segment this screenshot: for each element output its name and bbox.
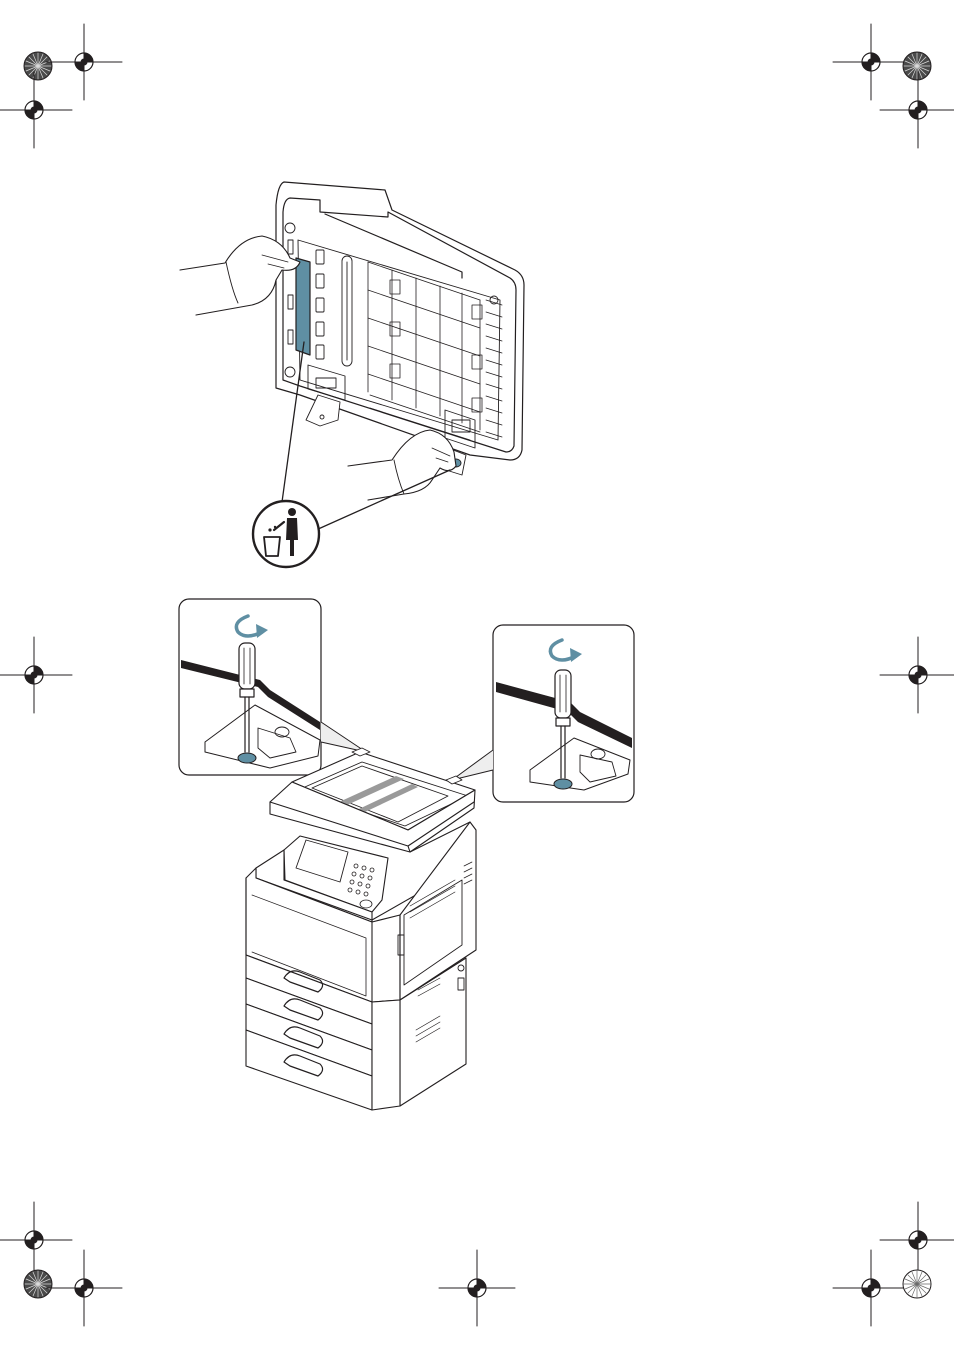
crosshair-icon bbox=[833, 1250, 909, 1326]
crosshair-icon bbox=[0, 72, 72, 148]
registration-wheel-icon bbox=[24, 1270, 52, 1298]
registration-wheel-icon bbox=[903, 1270, 931, 1298]
registration-marks bbox=[0, 24, 954, 1326]
crosshair-icon bbox=[880, 72, 954, 148]
crosshair-icon bbox=[0, 1202, 72, 1278]
crosshair-icon bbox=[880, 1202, 954, 1278]
crosshair-icon bbox=[439, 1250, 515, 1326]
crosshair-icon bbox=[46, 1250, 122, 1326]
registration-wheel-icon bbox=[903, 52, 931, 80]
crosshair-icon bbox=[46, 24, 122, 100]
printer-illustration bbox=[246, 748, 476, 1110]
adf-underside-with-hands bbox=[180, 182, 524, 567]
crosshair-icon bbox=[0, 637, 72, 713]
crosshair-icon bbox=[833, 24, 909, 100]
screwdriver-callout-right bbox=[452, 625, 634, 802]
crosshair-icon bbox=[880, 637, 954, 713]
screwdriver-callout-left bbox=[179, 599, 366, 775]
registration-wheel-icon bbox=[24, 52, 52, 80]
trash-bin-icon bbox=[253, 501, 319, 567]
